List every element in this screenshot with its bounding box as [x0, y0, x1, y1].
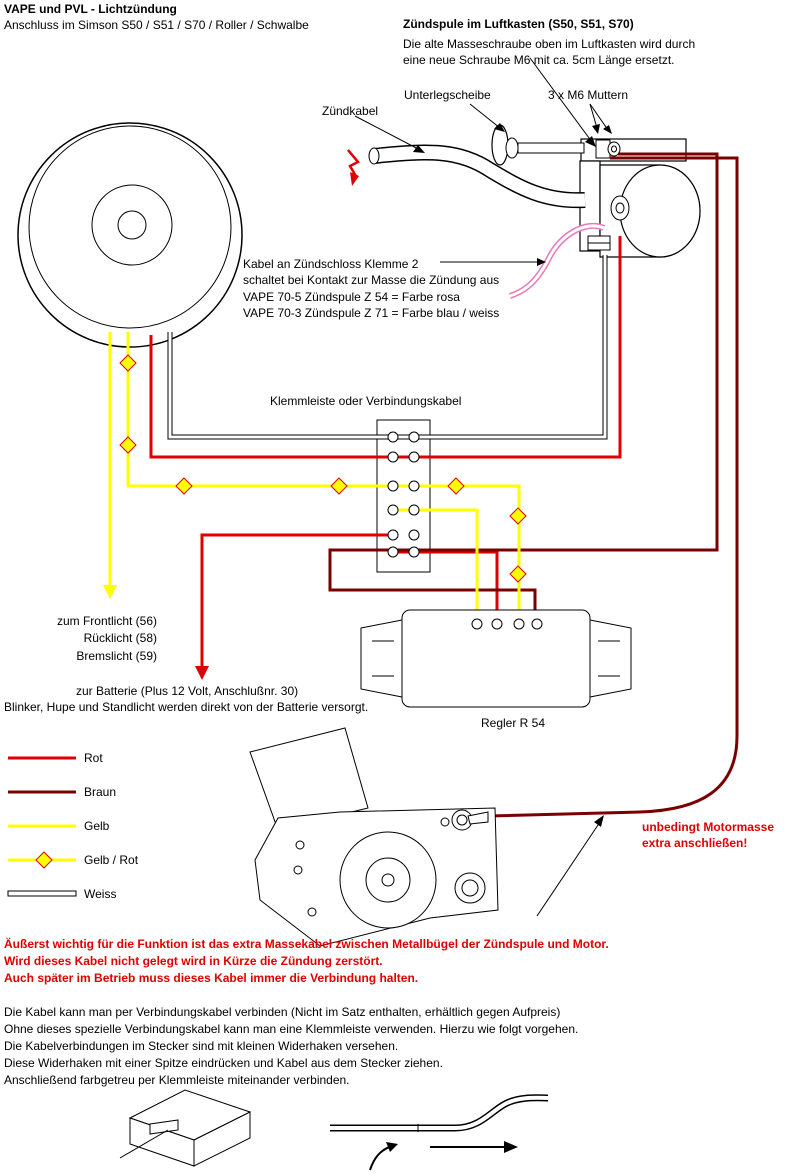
nuts-label: 3 x M6 Muttern [548, 88, 629, 102]
battery-line2: Blinker, Hupe und Standlicht werden dire… [4, 700, 369, 714]
warning-line2: Wird dieses Kabel nicht gelegt wird in K… [4, 954, 383, 968]
connector-sketch [119, 1089, 252, 1167]
legend-white: Weiss [84, 887, 117, 901]
warning-line3: Auch später im Betrieb muss dieses Kabel… [4, 971, 419, 985]
yellow-wires [108, 332, 521, 620]
red-wires [149, 236, 622, 666]
legend-swatches [7, 756, 77, 897]
engine [249, 727, 499, 947]
regulator [360, 609, 632, 708]
page-title: VAPE und PVL - Lichtzündung [4, 2, 177, 16]
ignition-cable [347, 144, 586, 209]
light-arrow [103, 585, 117, 599]
page-subtitle: Anschluss im Simson S50 / S51 / S70 / Ro… [4, 18, 309, 32]
brake-light-label: Bremslicht (59) [76, 649, 157, 663]
instruction-line: Die Kabel kann man per Verbindungskabel … [4, 1005, 561, 1019]
terminal-block-label: Klemmleiste oder Verbindungskabel [270, 394, 462, 408]
switch-note-line2: schaltet bei Kontakt zur Masse die Zündu… [243, 273, 500, 287]
legend-yellow-red: Gelb / Rot [84, 853, 139, 867]
battery-line1: zur Batterie (Plus 12 Volt, Anschlußnr. … [76, 684, 299, 698]
ground-arrow [536, 815, 604, 917]
coil-note-title: Zündspule im Luftkasten (S50, S51, S70) [403, 17, 634, 31]
coil-note-line2: eine neue Schraube M6 mit ca. 5cm Länge … [403, 53, 675, 67]
instruction-line: Ohne dieses spezielle Verbindungskabel k… [4, 1022, 579, 1036]
ground-note-line1: unbedingt Motormasse [642, 820, 775, 834]
cable-sketch [330, 1094, 549, 1171]
instruction-line: Anschließend farbgetreu per Klemmleiste … [4, 1073, 350, 1087]
instruction-line: Die Kabelverbindungen im Stecker sind mi… [4, 1039, 399, 1053]
terminal-screws [387, 431, 420, 558]
ignition-cable-label: Zündkabel [322, 104, 379, 118]
instruction-line: Diese Widerhaken mit einer Spitze eindrü… [4, 1056, 443, 1070]
label-pointers [354, 57, 609, 263]
legend-red: Rot [84, 751, 103, 765]
ground-note-line2: extra anschließen! [642, 836, 748, 850]
switch-note-line1: Kabel an Zündschloss Klemme 2 [243, 257, 419, 271]
legend-yellow: Gelb [84, 819, 110, 833]
battery-arrow [195, 666, 209, 680]
brown-wires [328, 152, 739, 818]
washer-label: Unterlegscheibe [404, 88, 491, 102]
terminal-block [376, 419, 431, 573]
front-light-label: zum Frontlicht (56) [56, 614, 157, 628]
yellow-red-markers [119, 354, 527, 583]
legend-brown: Braun [84, 785, 117, 799]
generator [17, 122, 243, 348]
pink-kill-wire [509, 222, 606, 299]
rear-light-label: Rücklicht (58) [83, 631, 157, 645]
label-arrowheads [413, 123, 612, 266]
switch-note-line3: VAPE 70-5 Zündspule Z 54 = Farbe rosa [243, 290, 460, 304]
regulator-label: Regler R 54 [481, 716, 546, 730]
screw-washer [491, 124, 585, 166]
switch-note-line4: VAPE 70-3 Zündspule Z 71 = Farbe blau / … [243, 306, 500, 320]
coil-note-line1: Die alte Masseschraube oben im Luftkaste… [403, 37, 696, 51]
warning-line1: Äußerst wichtig für die Funktion ist das… [4, 937, 609, 951]
